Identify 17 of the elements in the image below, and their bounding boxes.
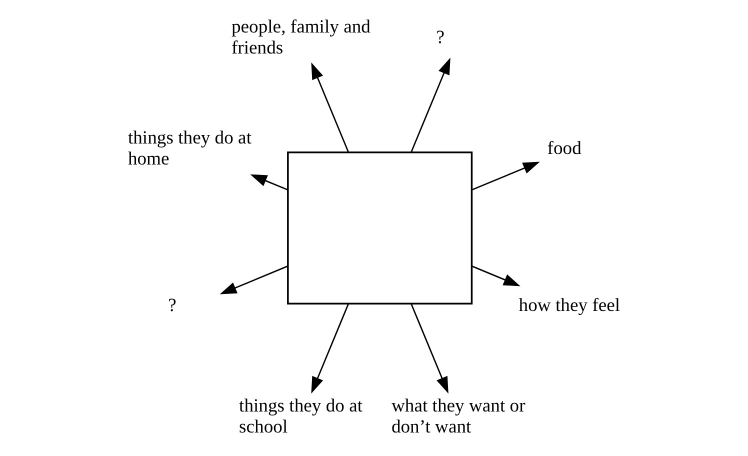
arrow	[472, 162, 540, 191]
node-text: food	[547, 138, 582, 159]
arrow	[410, 58, 450, 152]
node-text: how they feel	[518, 294, 620, 316]
node-text: what they want or don’t want	[391, 396, 526, 438]
arrow	[250, 174, 288, 191]
arrow	[472, 265, 520, 286]
node-text: things they do at home	[128, 127, 252, 170]
node-text: things they do at school	[239, 396, 363, 438]
node-text: ?	[168, 294, 176, 316]
arrow	[311, 304, 349, 394]
node-text: ?	[436, 26, 445, 48]
arrow	[220, 265, 288, 294]
node-text: people, family and friends	[231, 16, 370, 58]
arrow	[410, 304, 448, 394]
arrow	[311, 62, 349, 152]
node-box	[287, 152, 473, 304]
